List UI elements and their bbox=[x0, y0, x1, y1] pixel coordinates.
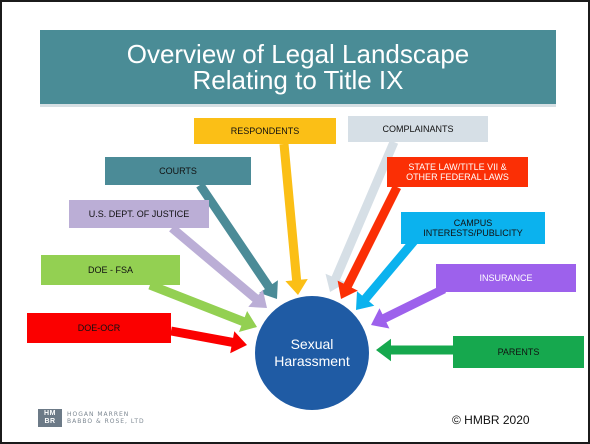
box-doe-ocr-label: DOE-OCR bbox=[77, 323, 121, 333]
arrow-doe-fsa bbox=[148, 280, 257, 332]
box-doj-label: U.S. DEPT. OF JUSTICE bbox=[88, 209, 190, 219]
arrow-parents bbox=[376, 338, 453, 362]
box-insurance-label: INSURANCE bbox=[479, 273, 533, 283]
box-courts-label: COURTS bbox=[159, 166, 197, 176]
box-parents: PARENTS bbox=[453, 336, 584, 368]
box-campus: CAMPUS INTERESTS/PUBLICITY bbox=[401, 212, 545, 244]
center-circle: Sexual Harassment bbox=[255, 296, 369, 410]
box-respondents: RESPONDENTS bbox=[194, 118, 336, 144]
box-parents-label: PARENTS bbox=[497, 347, 540, 357]
arrow-doe-ocr bbox=[170, 326, 247, 354]
box-doe-fsa: DOE - FSA bbox=[41, 255, 180, 285]
logo-line-1: HOGAN MARREN bbox=[67, 411, 130, 418]
box-doe-fsa-label: DOE - FSA bbox=[87, 265, 133, 275]
box-campus-label: CAMPUS INTERESTS/PUBLICITY bbox=[423, 218, 523, 238]
box-courts: COURTS bbox=[105, 157, 251, 185]
box-insurance: INSURANCE bbox=[436, 264, 576, 292]
arrow-campus bbox=[356, 238, 418, 310]
box-state-law: STATE LAW/TITLE VII & OTHER FEDERAL LAWS bbox=[387, 157, 528, 187]
arrow-state-law bbox=[337, 185, 401, 299]
box-doj: U.S. DEPT. OF JUSTICE bbox=[69, 200, 209, 228]
firm-logo: HM BR HOGAN MARREN BABBO & ROSE, LTD bbox=[38, 409, 145, 427]
slide-title: Overview of Legal Landscape Relating to … bbox=[126, 39, 470, 95]
arrow-courts bbox=[196, 182, 278, 299]
box-complainants: COMPLAINANTS bbox=[348, 116, 488, 142]
arrow-complainants bbox=[325, 140, 399, 292]
arrow-respondents bbox=[279, 143, 308, 295]
box-respondents-label: RESPONDENTS bbox=[230, 126, 300, 136]
logo-mark: HM BR bbox=[38, 409, 62, 427]
center-label: Sexual Harassment bbox=[274, 336, 350, 369]
arrow-doj bbox=[169, 224, 267, 308]
box-doe-ocr: DOE-OCR bbox=[27, 313, 171, 343]
box-state-law-label: STATE LAW/TITLE VII & OTHER FEDERAL LAWS bbox=[406, 162, 509, 182]
logo-wordmark: HOGAN MARREN BABBO & ROSE, LTD bbox=[67, 411, 145, 425]
logo-line-2: BABBO & ROSE, LTD bbox=[67, 418, 145, 425]
arrow-insurance bbox=[371, 285, 446, 329]
title-banner: Overview of Legal Landscape Relating to … bbox=[40, 30, 556, 107]
copyright-notice: © HMBR 2020 bbox=[452, 413, 530, 427]
box-complainants-label: COMPLAINANTS bbox=[382, 124, 454, 134]
